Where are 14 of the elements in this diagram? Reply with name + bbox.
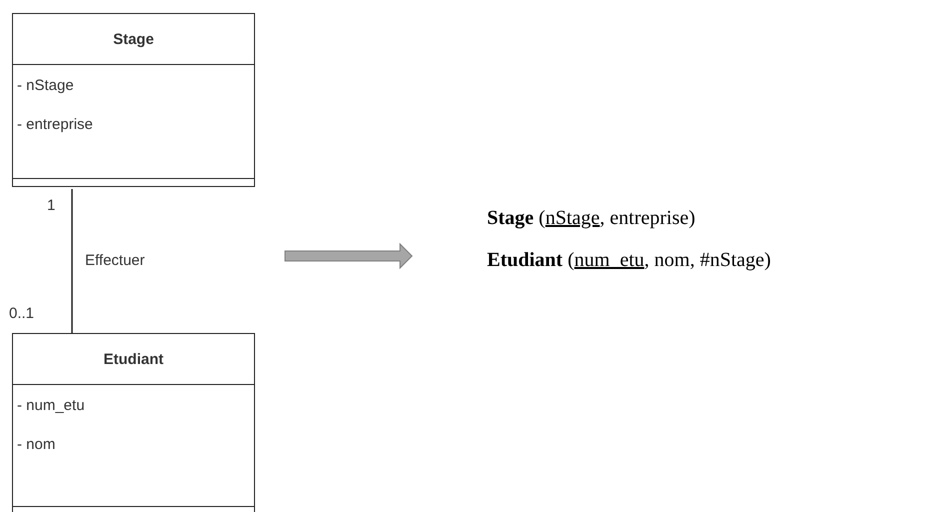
attribute-text: - entreprise <box>17 116 93 133</box>
multiplicity-label: 1 <box>47 197 56 214</box>
relation-schema: Stage (nStage, entreprise) <box>487 207 696 230</box>
association-line <box>71 189 73 333</box>
class-box <box>12 13 255 187</box>
attribute-text: - nom <box>17 436 56 453</box>
relation-schema: Etudiant (num_etu, nom, #nStage) <box>487 249 771 272</box>
class-name: Stage <box>113 30 154 48</box>
class-name: Etudiant <box>104 350 164 368</box>
class-box <box>12 333 255 512</box>
attribute-text: - nStage <box>17 77 74 94</box>
edge-label: Effectuer <box>85 252 145 269</box>
attribute-text: - num_etu <box>17 397 85 414</box>
multiplicity-label: 0..1 <box>9 305 34 322</box>
